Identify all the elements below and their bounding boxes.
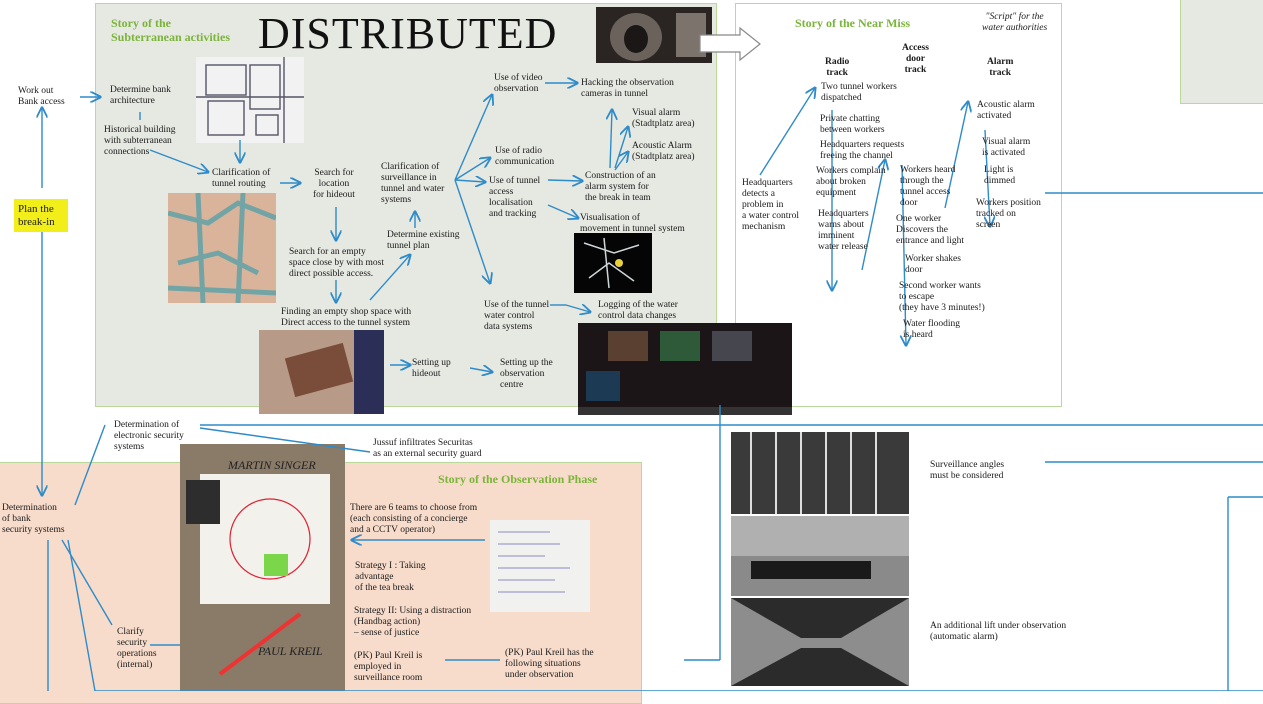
control-room-photo xyxy=(578,323,792,415)
node-acoustic-alarm: Acoustic Alarm(Stadtplatz area) xyxy=(632,141,695,162)
node-visual-alarm: Visual alarm(Stadtplatz area) xyxy=(632,108,695,129)
board-name-paul: PAUL KREIL xyxy=(258,644,323,658)
map-drawing xyxy=(168,193,276,303)
blueprint-drawing xyxy=(196,57,304,143)
vault-drawing-1 xyxy=(750,432,877,514)
plan-break-in-highlight xyxy=(14,199,68,232)
near-miss-heading: Story of the Near Miss xyxy=(795,16,911,30)
control-room-drawing xyxy=(578,331,792,415)
observation-heading: Story of the Observation Phase xyxy=(438,472,598,486)
tunnel-photo xyxy=(596,7,712,63)
board-name-martin: MARTIN SINGER xyxy=(228,458,316,472)
corridor-photo xyxy=(731,598,909,686)
handwritten-note-photo xyxy=(490,520,590,612)
strategy-two: Strategy II: Using a distraction(Handbag… xyxy=(354,606,472,638)
shop-photo xyxy=(259,330,384,414)
blueprint-photo xyxy=(196,57,304,143)
vault-photo-1 xyxy=(731,432,909,514)
screen-drawing xyxy=(583,237,640,289)
corkboard-drawing xyxy=(180,444,345,691)
additional-lift: An additional lift under observation(aut… xyxy=(930,621,1067,642)
vault-drawing-2 xyxy=(731,516,909,579)
corridor-drawing xyxy=(731,598,909,686)
handwritten-note-drawing xyxy=(498,531,570,593)
corkboard-photo: MARTIN SINGER PAUL KREIL xyxy=(180,444,345,691)
shop-drawing xyxy=(259,330,384,414)
six-teams: There are 6 teams to choose from(each co… xyxy=(350,503,478,535)
top-right-panel xyxy=(1180,0,1263,104)
vault-photo-2 xyxy=(731,516,909,596)
screen-photo xyxy=(574,233,652,293)
distributed-title: DISTRIBUTED xyxy=(258,9,558,58)
tunnel-drawing xyxy=(610,13,706,61)
map-photo xyxy=(168,193,276,303)
